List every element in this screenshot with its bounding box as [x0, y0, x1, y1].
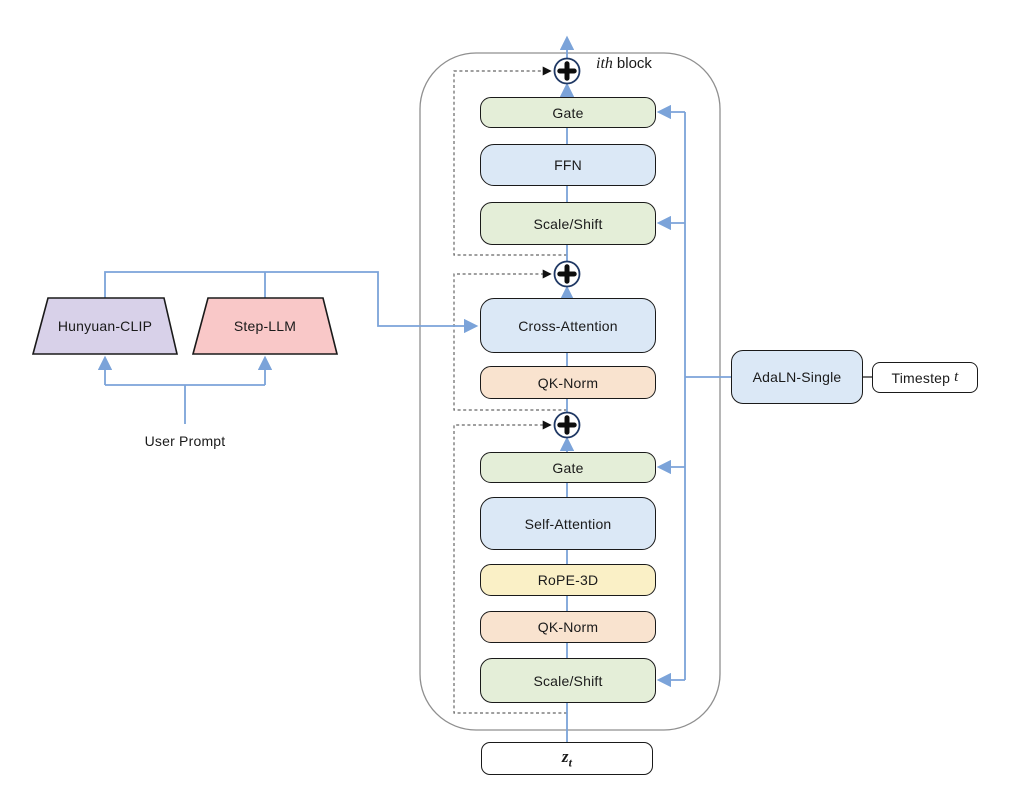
block-index-var: i [596, 55, 601, 72]
ffn-label: FFN [554, 157, 582, 173]
gate-top-box: Gate [480, 97, 656, 128]
step-llm-trapezoid [191, 297, 339, 355]
ffn-box: FFN [480, 144, 656, 186]
self-attention-box: Self-Attention [480, 497, 656, 550]
cross-attention-box: Cross-Attention [480, 298, 656, 353]
qk-norm-cross-box: QK-Norm [480, 366, 656, 399]
scale-shift-top-label: Scale/Shift [533, 215, 603, 232]
qk-norm-self-label: QK-Norm [537, 619, 599, 635]
latent-zt-box: zt [481, 742, 653, 775]
scale-shift-self-box: Scale/Shift [480, 658, 656, 703]
qk-norm-self-box: QK-Norm [480, 611, 656, 643]
cross-attention-label: Cross-Attention [518, 317, 618, 334]
block-index-sup: th [600, 55, 613, 72]
hunyuan-clip-label: Hunyuan-CLIP [57, 318, 153, 334]
rope-3d-box: RoPE-3D [480, 564, 656, 596]
add-icon-middle [553, 260, 581, 288]
add-icon-top [553, 57, 581, 85]
adaln-routing-lines [656, 104, 731, 688]
block-title-text: block [616, 55, 652, 72]
residual-skip-ffn [453, 66, 567, 256]
hunyuan-clip-trapezoid [31, 297, 179, 355]
gate-self-label: Gate [552, 459, 584, 476]
gate-top-label: Gate [552, 104, 584, 121]
user-prompt-label: User Prompt [144, 433, 226, 449]
scale-shift-top-box: Scale/Shift [480, 202, 656, 245]
text-embedding-line [104, 271, 479, 334]
step-llm-label: Step-LLM [233, 318, 297, 334]
timestep-box: Timestep t [872, 362, 978, 393]
qk-norm-cross-label: QK-Norm [537, 374, 599, 391]
user-prompt-lines [97, 355, 273, 424]
timestep-var: t [954, 369, 959, 385]
add-icon-bottom [553, 411, 581, 439]
ith-block-container [419, 52, 721, 731]
timestep-label: Timestep [891, 369, 951, 386]
residual-skip-self-attention [453, 420, 567, 714]
adaln-single-box: AdaLN-Single [731, 350, 863, 404]
latent-zt-label: zt [562, 748, 572, 768]
latent-base: z [561, 747, 569, 767]
residual-skip-cross-attention [453, 269, 567, 411]
rope-3d-label: RoPE-3D [537, 572, 599, 588]
adaln-single-label: AdaLN-Single [752, 369, 842, 385]
self-attention-label: Self-Attention [524, 515, 612, 532]
residual-skip-lines [453, 66, 567, 714]
scale-shift-self-label: Scale/Shift [533, 672, 603, 689]
gate-self-box: Gate [480, 452, 656, 483]
latent-sub: t [568, 755, 573, 770]
